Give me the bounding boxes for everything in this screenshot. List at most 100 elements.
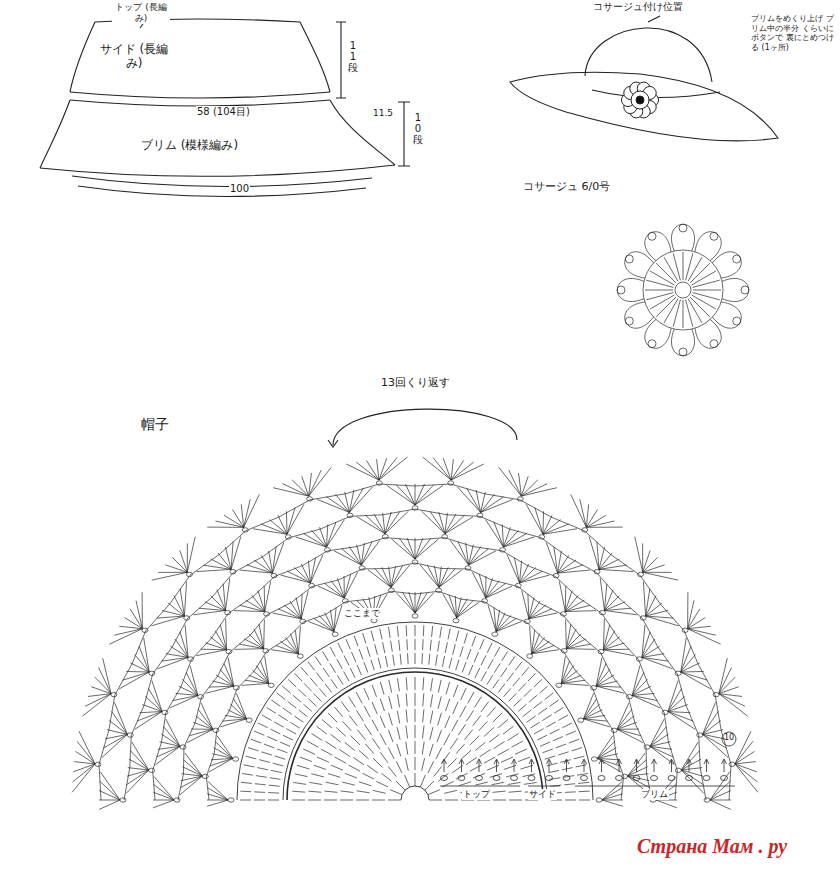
stitch-symbol <box>350 515 383 516</box>
stitch-symbol <box>472 636 476 646</box>
chain-symbol <box>442 534 448 538</box>
stitch-symbol <box>628 776 650 781</box>
chain-symbol <box>307 497 313 501</box>
stitch-symbol <box>668 711 695 729</box>
stitch-symbol <box>698 664 715 695</box>
stitch-symbol <box>334 551 361 565</box>
dimension-bracket <box>336 22 346 98</box>
stitch-symbol <box>323 668 329 677</box>
stitch-symbol <box>415 538 423 559</box>
stitch-symbol <box>261 524 287 534</box>
stitch-symbol <box>372 702 377 714</box>
stitch-symbol <box>438 680 441 693</box>
stitch-symbol <box>254 560 272 573</box>
stitch-symbol <box>430 727 433 740</box>
stitch-symbol <box>448 629 450 640</box>
stitch-symbol <box>569 739 579 743</box>
stitch-symbol <box>283 735 293 740</box>
row-arrow <box>582 759 587 772</box>
stitch-symbol <box>422 677 424 690</box>
stitch-symbol <box>206 686 234 693</box>
stitch-symbol <box>309 782 322 784</box>
stitch-symbol <box>597 742 614 759</box>
row-arrow <box>617 759 622 772</box>
stitch-symbol <box>415 693 416 706</box>
stitch-symbol <box>461 688 466 700</box>
chain-symbol <box>271 573 277 577</box>
stitch-symbol <box>558 551 562 573</box>
chain-symbol <box>198 695 204 699</box>
stitch-symbol <box>331 679 337 688</box>
stitch-symbol <box>446 699 450 711</box>
stitch-symbol <box>153 770 155 800</box>
dimension: 11.5 <box>372 108 394 119</box>
stitch-symbol <box>468 569 492 580</box>
stitch-symbol <box>391 641 393 652</box>
stitch-symbol <box>427 565 439 587</box>
stitch-symbol <box>596 663 606 686</box>
stitch-symbol <box>72 764 95 782</box>
stitch-symbol <box>337 675 343 684</box>
stitch-symbol <box>571 748 581 751</box>
stitch-symbol <box>367 765 378 773</box>
stitch-symbol <box>288 701 297 708</box>
stitch-symbol <box>503 726 513 734</box>
stitch-symbol <box>246 756 257 759</box>
stitch-symbol <box>504 527 511 547</box>
chain-symbol <box>226 649 232 653</box>
stitch-symbol <box>538 708 547 714</box>
stitch-symbol <box>389 627 391 638</box>
stitch-symbol <box>735 741 753 764</box>
flower-center <box>631 91 649 109</box>
stitch-symbol <box>153 742 162 770</box>
stitch-symbol <box>574 756 585 759</box>
stitch-symbol <box>309 473 312 496</box>
stitch-symbol <box>326 782 339 785</box>
chain-symbol <box>528 776 535 781</box>
stitch-symbol <box>210 637 226 650</box>
stitch-symbol <box>438 696 441 709</box>
stitch-symbol <box>561 661 569 684</box>
stitch-symbol <box>215 521 243 527</box>
stitch-symbol <box>532 650 559 654</box>
stitch-symbol <box>335 757 346 763</box>
stitch-symbol <box>357 665 361 675</box>
stitch-symbol <box>415 509 447 515</box>
stitch-symbol <box>212 681 233 686</box>
stitch-symbol <box>719 694 745 707</box>
stitch-symbol <box>735 764 758 782</box>
stitch-symbol <box>681 638 686 672</box>
stitch-symbol <box>646 280 673 287</box>
stitch-symbol <box>103 658 111 694</box>
stitch-symbol <box>228 597 253 614</box>
stitch-symbol <box>240 791 251 793</box>
stitch-symbol <box>632 686 651 695</box>
stitch-symbol <box>271 700 280 706</box>
stitch-symbol <box>681 672 711 689</box>
stitch-symbol <box>314 765 326 769</box>
stitch-symbol <box>212 754 232 759</box>
stitch-symbol <box>321 749 332 755</box>
stitch-symbol <box>403 592 415 613</box>
stitch-symbol <box>228 658 234 687</box>
stitch-symbol <box>420 775 425 787</box>
stitch-symbol <box>518 586 539 602</box>
stitch-symbol <box>330 663 336 672</box>
stitch-symbol <box>462 662 466 672</box>
stitch-symbol <box>208 781 228 800</box>
stitch-symbol <box>392 539 415 559</box>
stitch-symbol <box>191 638 211 660</box>
chain-symbol <box>382 534 388 538</box>
stitch-symbol <box>693 293 720 300</box>
stitch-symbol <box>602 613 619 638</box>
chain-symbol <box>644 745 650 749</box>
chain-symbol <box>636 657 642 661</box>
stitch-symbol <box>488 659 493 669</box>
stitch-symbol <box>425 781 434 790</box>
stitch-symbol <box>600 578 604 610</box>
stitch-symbol <box>303 533 326 547</box>
stitch-symbol <box>183 747 184 774</box>
stitch-symbol <box>522 667 529 675</box>
stitch-symbol <box>486 581 500 598</box>
stitch-symbol <box>520 571 543 583</box>
